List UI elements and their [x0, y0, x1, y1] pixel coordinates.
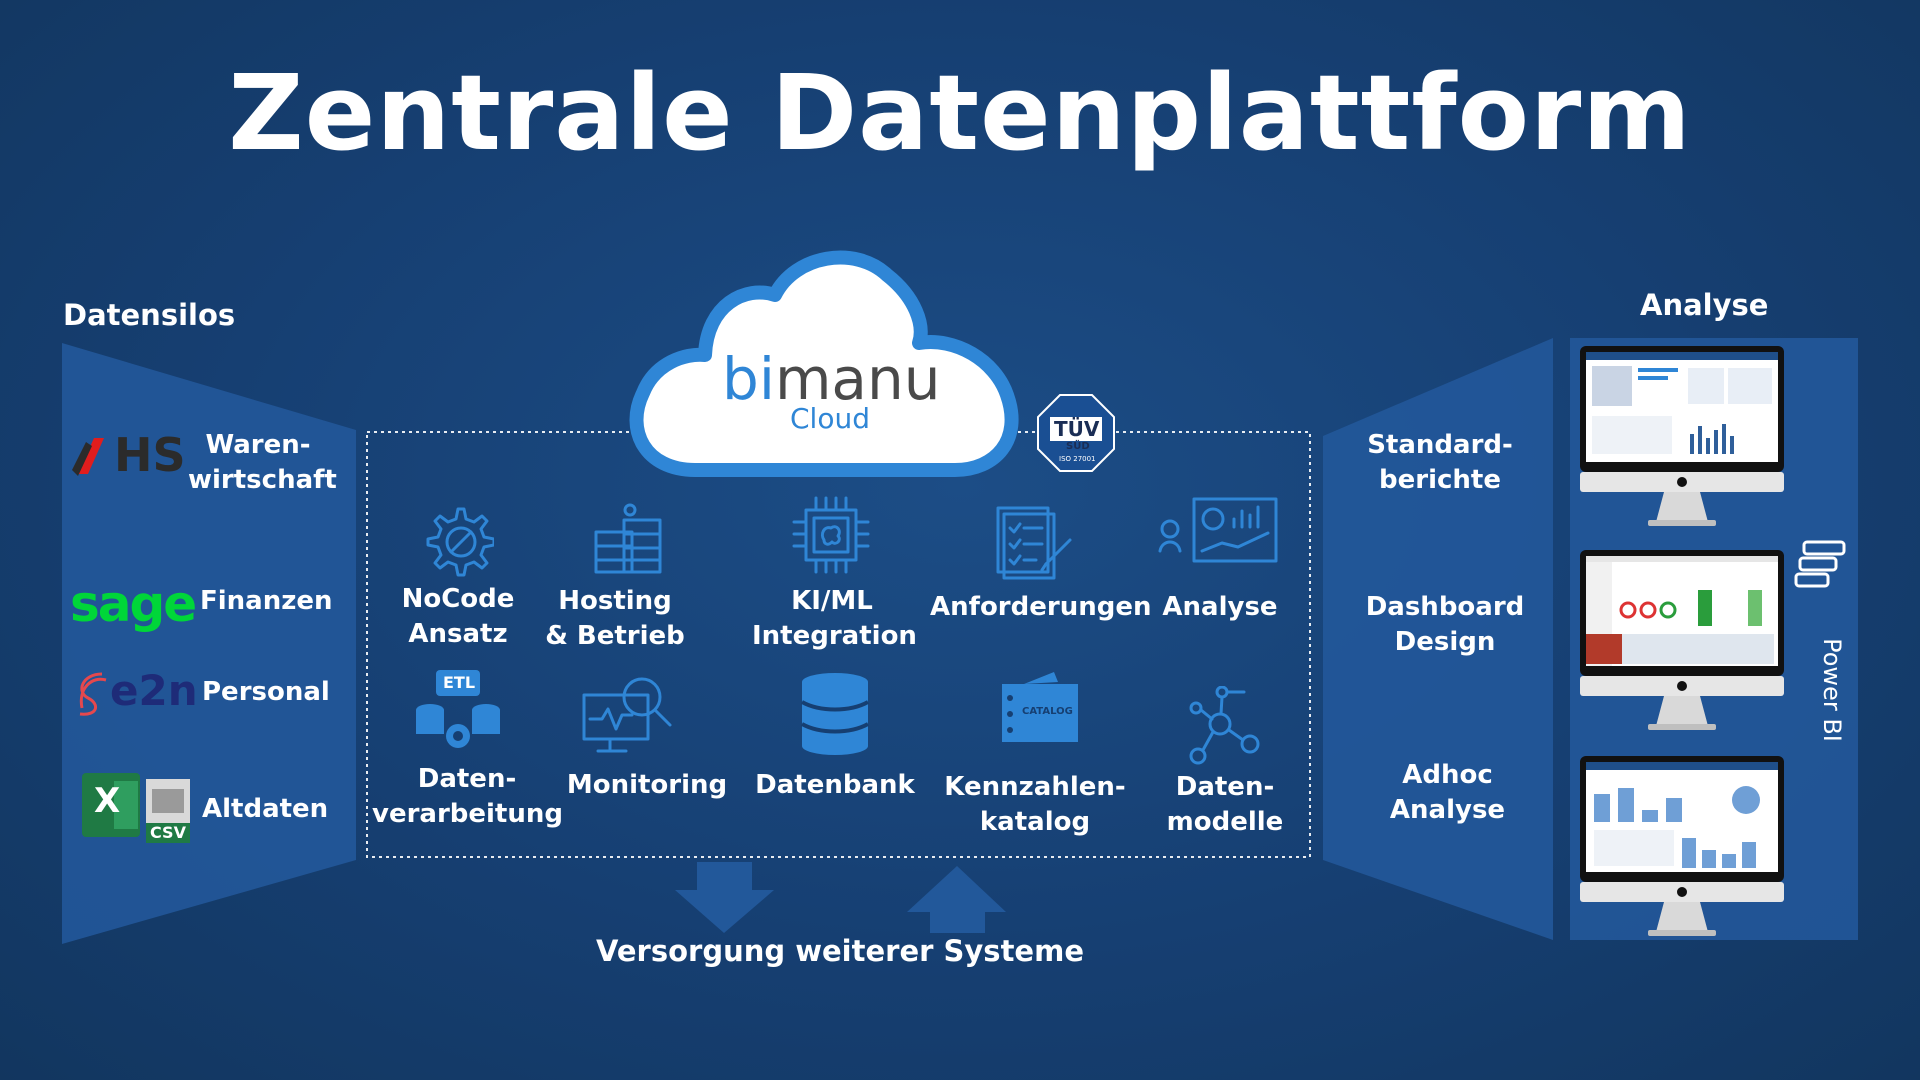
gear-icon	[426, 507, 494, 577]
e2n-swirl-icon	[79, 672, 107, 716]
service-datenbank: Datenbank	[755, 770, 915, 800]
catalog-icon: CATALOG	[1002, 672, 1080, 744]
cloud-shape	[629, 250, 1019, 477]
powerbi-label: Power BI	[1818, 638, 1846, 742]
monitor-adhoc-analyse	[1580, 756, 1784, 936]
service-datenmodelle: Daten- modelle	[1166, 772, 1284, 837]
tuv-octagon-icon	[1037, 394, 1115, 472]
service-kiml: KI/ML Integration	[752, 586, 917, 651]
right-adhoc-analyse: Adhoc Analyse	[1389, 760, 1506, 825]
logo-hs: HS	[72, 428, 186, 486]
etl-database-icon	[416, 670, 500, 748]
service-kennzahlenkatalog: Kennzahlen- katalog	[944, 772, 1126, 837]
tuv-badge: TÜV SÜD ISO 27001	[1036, 393, 1116, 473]
catalog-book-icon	[1002, 672, 1078, 742]
right-standardberichte: Standard- berichte	[1367, 430, 1513, 495]
monitor-dashboard-design	[1580, 550, 1784, 730]
e2n-logo: e2n	[72, 666, 198, 722]
label-altdaten: Altdaten	[202, 794, 329, 824]
monitor-search-icon	[582, 677, 672, 753]
label-personal: Personal	[202, 677, 330, 707]
service-anforderungen: Anforderungen	[930, 592, 1152, 622]
powerbi-icon	[1794, 540, 1846, 588]
csv-icon: CSV	[150, 823, 186, 842]
hs-logo-text: HS	[114, 428, 186, 482]
datensilos-heading: Datensilos	[63, 298, 236, 332]
cloud-label: Cloud	[790, 402, 870, 435]
right-dashboard-design: Dashboard Design	[1365, 592, 1525, 657]
network-icon	[1189, 686, 1260, 765]
server-icon	[594, 503, 662, 574]
monitor-standardberichte	[1580, 346, 1784, 526]
hs-logo-icon	[72, 438, 104, 476]
service-datenverarbeitung: Daten- verarbeitung	[372, 764, 563, 829]
excel-csv-logos: X CSV	[82, 773, 194, 849]
analytics-icon	[1158, 497, 1278, 563]
checklist-icon	[996, 506, 1072, 580]
database-icon	[801, 673, 869, 755]
bimanu-logo: bimanu	[722, 345, 941, 413]
footer-versorgung: Versorgung weiterer Systeme	[596, 934, 1084, 968]
label-finanzen: Finanzen	[200, 586, 333, 616]
sage-logo: sage	[70, 575, 197, 633]
etl-icon: ETL	[414, 670, 502, 754]
analyse-heading: Analyse	[1640, 288, 1769, 322]
excel-icon	[82, 773, 190, 843]
page-title: Zentrale Datenplattform	[228, 52, 1692, 174]
service-monitoring: Monitoring	[566, 770, 728, 800]
label-warenwirtschaft: Waren- wirtschaft	[188, 430, 337, 495]
service-hosting: Hosting & Betrieb	[545, 586, 685, 651]
service-analyse: Analyse	[1162, 592, 1278, 622]
service-nocode: NoCode Ansatz	[401, 584, 515, 649]
chip-icon	[792, 496, 870, 574]
